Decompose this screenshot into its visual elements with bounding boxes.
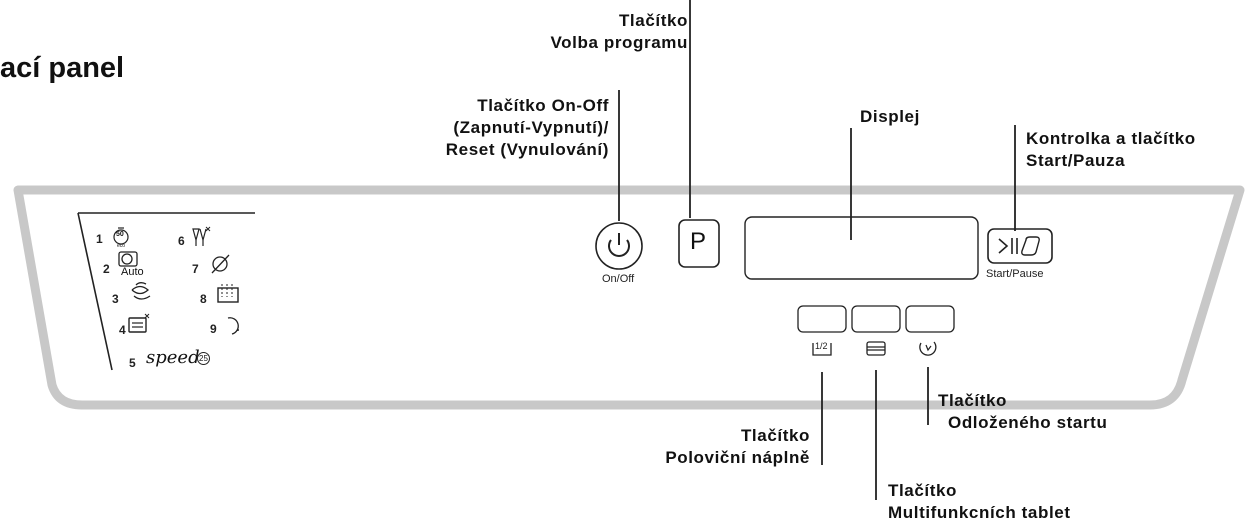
- start-caption: Start/Pause: [986, 268, 1044, 280]
- program-num-7: 7: [192, 262, 199, 276]
- program-num-5: 5: [129, 356, 136, 370]
- half-load-button[interactable]: [797, 305, 847, 333]
- program-num-3: 3: [112, 292, 119, 306]
- program-num-6: 6: [178, 234, 185, 248]
- display-screen: [744, 216, 979, 280]
- program-num-1: 1: [96, 232, 103, 246]
- eco-sub-text: eco: [117, 243, 126, 249]
- program-num-2: 2: [103, 262, 110, 276]
- label-display: Displej: [860, 107, 920, 126]
- half-load-icon: [812, 343, 832, 356]
- night-icon: [227, 317, 239, 335]
- program-button[interactable]: [678, 219, 720, 268]
- start-pause-button[interactable]: [987, 228, 1053, 264]
- label-half-load: Tlačítko Poloviční náplně: [665, 426, 810, 467]
- speed-text: speed: [146, 347, 200, 368]
- program-num-4: 4: [119, 323, 126, 337]
- onoff-button[interactable]: [595, 222, 643, 270]
- tablet-icon: [866, 341, 886, 356]
- casserole-icon: [128, 313, 150, 333]
- multitab-button[interactable]: [851, 305, 901, 333]
- page-title: ací panel: [0, 52, 125, 84]
- label-delay: Tlačítko Odloženého startu: [938, 391, 1108, 432]
- speed-badge: 25: [197, 352, 210, 365]
- intensive-icon: [131, 282, 151, 300]
- eco-50-icon: [113, 227, 129, 245]
- half-icon-text: 1/2: [815, 341, 828, 351]
- quick-icon: [211, 254, 230, 274]
- label-onoff: Tlačítko On-Off (Zapnutí-Vypnutí)/ Reset…: [445, 96, 609, 159]
- onoff-caption: On/Off: [602, 273, 635, 285]
- auto-icon: [118, 251, 138, 267]
- program-num-8: 8: [200, 292, 207, 306]
- auto-text: Auto: [121, 266, 144, 278]
- program-num-9: 9: [210, 322, 217, 336]
- glasses-icon: [192, 226, 211, 246]
- label-multitab: Tlačítko Multifunkcních tablet: [888, 481, 1071, 522]
- delay-clock-icon: [919, 341, 937, 356]
- eco-50-text: 50: [116, 231, 124, 238]
- label-start-pause: Kontrolka a tlačítko Start/Pauza: [1026, 129, 1196, 170]
- program-button-label: P: [690, 228, 707, 255]
- prewash-icon: [217, 284, 239, 303]
- delay-button[interactable]: [905, 305, 955, 333]
- label-program: Tlačítko Volba programu: [550, 11, 688, 52]
